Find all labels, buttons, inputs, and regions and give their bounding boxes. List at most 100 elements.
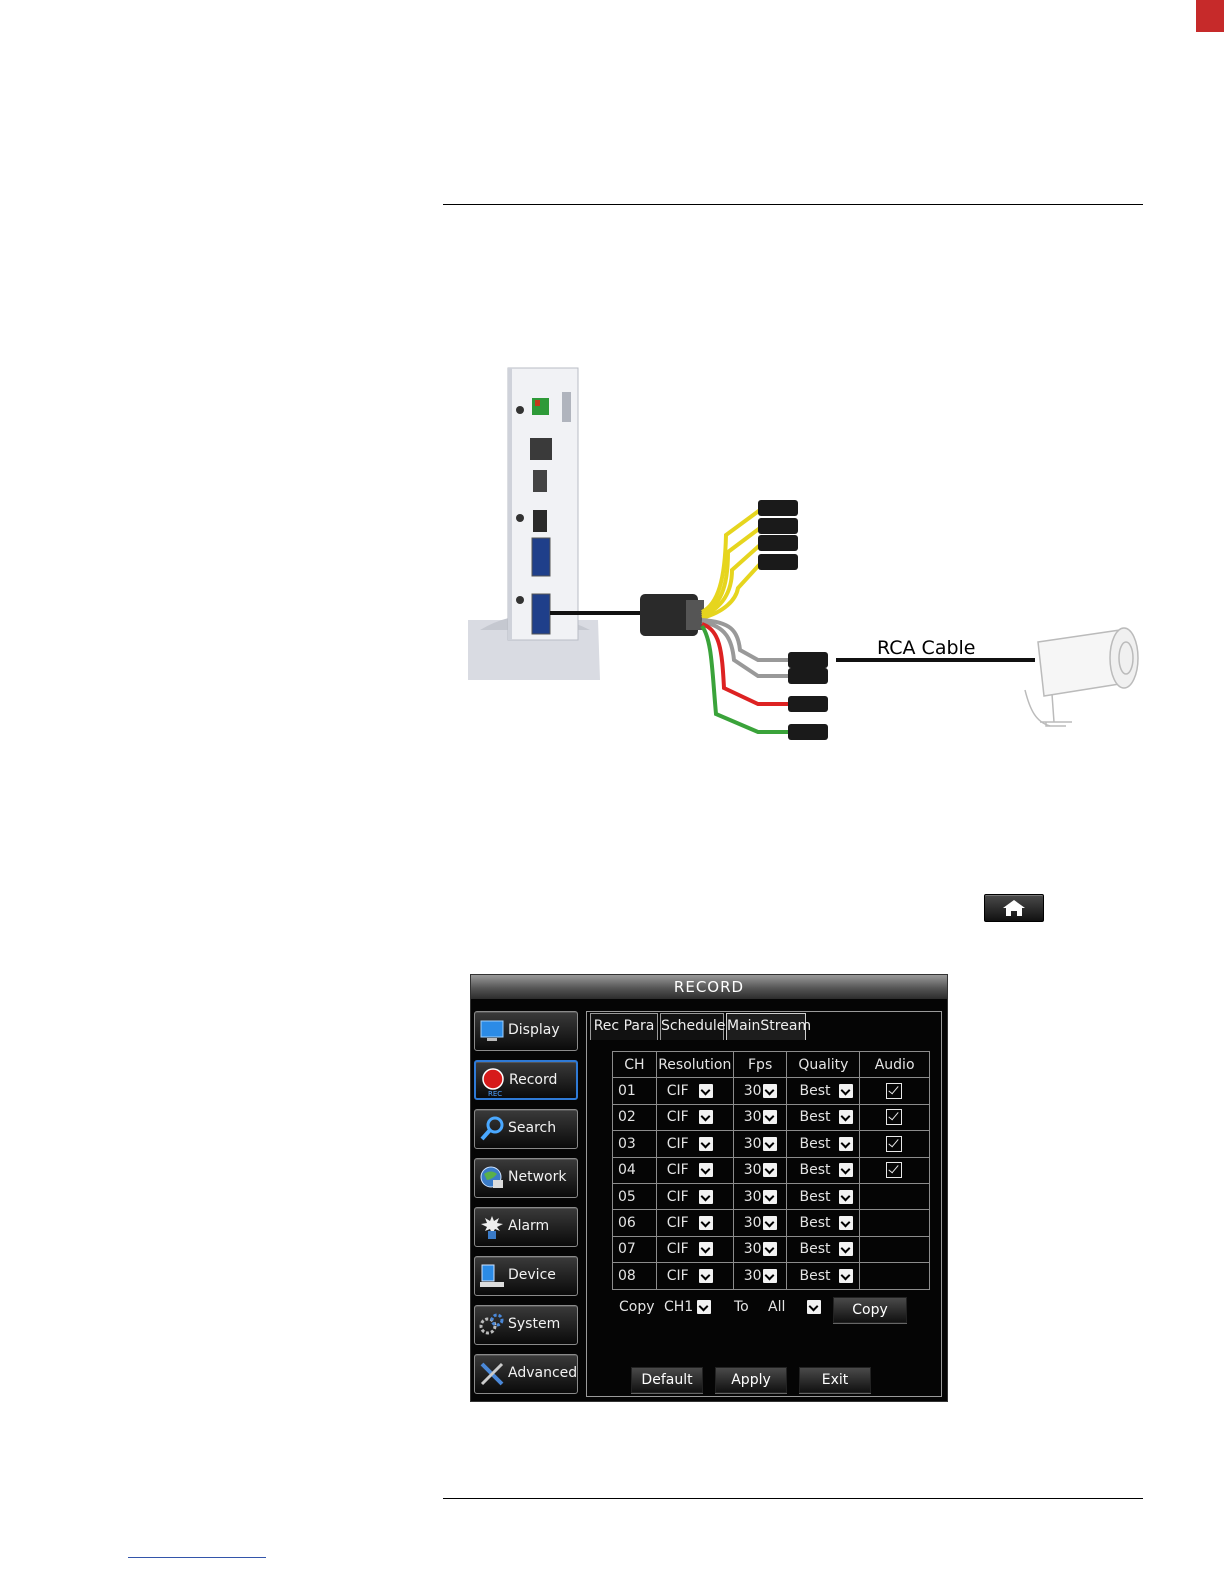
channel-number: 07 — [618, 1241, 636, 1258]
home-button[interactable] — [984, 894, 1044, 922]
quality-select[interactable]: Best — [786, 1262, 861, 1290]
sidebar-item-system[interactable]: System — [474, 1305, 578, 1345]
default-button[interactable]: Default — [631, 1367, 703, 1393]
fps-select[interactable]: 30 — [732, 1156, 788, 1184]
resolution-select[interactable]: CIF — [655, 1156, 734, 1184]
quality-select[interactable]: Best — [786, 1103, 861, 1132]
chevron-down-icon — [762, 1189, 777, 1204]
quality-value: Best — [799, 1241, 831, 1258]
quality-select[interactable]: Best — [786, 1182, 861, 1211]
resolution-select[interactable]: CIF — [655, 1103, 734, 1132]
exit-button[interactable]: Exit — [799, 1367, 871, 1393]
chevron-down-icon — [698, 1084, 713, 1099]
sidebar-item-label: Network — [508, 1169, 567, 1185]
resolution-select[interactable]: CIF — [655, 1077, 734, 1105]
chevron-down-icon — [762, 1110, 777, 1125]
channel-number: 05 — [618, 1188, 636, 1205]
device-icon — [480, 1264, 504, 1287]
resolution-value: CIF — [666, 1109, 689, 1126]
record-content-panel — [586, 1011, 942, 1397]
column-header: CH — [612, 1050, 657, 1079]
quality-value: Best — [799, 1267, 831, 1284]
sidebar-item-display[interactable]: Display — [474, 1011, 578, 1051]
sidebar-item-record[interactable]: REC Record — [474, 1060, 578, 1100]
apply-button[interactable]: Apply — [715, 1367, 787, 1393]
audio-checkbox[interactable] — [886, 1135, 903, 1152]
table-row: 05 CIF 30 Best — [612, 1182, 930, 1211]
audio-cell[interactable] — [859, 1077, 930, 1105]
audio-cell[interactable] — [859, 1130, 930, 1158]
audio-cell[interactable] — [859, 1103, 930, 1132]
audio-checkbox[interactable] — [886, 1162, 903, 1179]
copy-button[interactable]: Copy — [833, 1297, 907, 1323]
sidebar-item-advanced[interactable]: Advanced — [474, 1354, 578, 1394]
quality-select[interactable]: Best — [786, 1235, 861, 1264]
channel-number: 03 — [618, 1135, 636, 1152]
audio-cell — [859, 1209, 930, 1237]
resolution-select[interactable]: CIF — [655, 1209, 734, 1237]
fps-select[interactable]: 30 — [732, 1103, 788, 1132]
copy-from-select[interactable]: CH1 — [664, 1299, 712, 1315]
chevron-down-icon — [807, 1300, 822, 1314]
fps-select[interactable]: 30 — [732, 1209, 788, 1237]
quality-value: Best — [799, 1109, 831, 1126]
channel-cell: 08 — [612, 1262, 657, 1290]
quality-select[interactable]: Best — [786, 1156, 861, 1184]
fps-select[interactable]: 30 — [732, 1235, 788, 1264]
resolution-value: CIF — [666, 1215, 689, 1232]
audio-cell — [859, 1182, 930, 1211]
fps-select[interactable]: 30 — [732, 1182, 788, 1211]
connection-diagram: RCA Cable — [440, 330, 1160, 760]
resolution-value: CIF — [666, 1135, 689, 1152]
tab-schedule[interactable]: Schedule — [660, 1013, 725, 1040]
fps-select[interactable]: 30 — [732, 1262, 788, 1290]
tab-mainstream[interactable]: MainStream — [726, 1013, 811, 1040]
chevron-down-icon — [838, 1163, 853, 1178]
fps-value: 30 — [743, 1162, 762, 1179]
sidebar-item-search[interactable]: Search — [474, 1109, 578, 1149]
channel-number: 02 — [618, 1109, 636, 1126]
page-edge-tab — [1196, 0, 1224, 32]
sidebar-item-label: Device — [508, 1267, 556, 1283]
quality-select[interactable]: Best — [786, 1077, 861, 1105]
fps-value: 30 — [743, 1083, 762, 1100]
monitor-icon — [480, 1020, 504, 1041]
channel-cell: 03 — [612, 1130, 657, 1158]
chevron-down-icon — [838, 1268, 853, 1283]
channel-cell: 06 — [612, 1209, 657, 1237]
magnifier-icon — [480, 1116, 504, 1141]
resolution-select[interactable]: CIF — [655, 1182, 734, 1211]
sidebar-item-network[interactable]: Network — [474, 1158, 578, 1198]
audio-checkbox[interactable] — [886, 1109, 903, 1126]
alarm-icon — [481, 1216, 503, 1239]
home-icon — [1003, 900, 1025, 916]
gears-icon — [479, 1313, 504, 1335]
quality-select[interactable]: Best — [786, 1130, 861, 1158]
sidebar-item-label: System — [508, 1316, 561, 1332]
fps-value: 30 — [743, 1188, 762, 1205]
footer-link-underline — [128, 1557, 266, 1558]
resolution-select[interactable]: CIF — [655, 1130, 734, 1158]
audio-checkbox[interactable] — [886, 1083, 903, 1100]
resolution-select[interactable]: CIF — [655, 1235, 734, 1264]
copy-to-select[interactable]: All — [768, 1299, 822, 1315]
chevron-down-icon — [697, 1300, 712, 1314]
table-row: 01 CIF 30 Best — [612, 1077, 930, 1105]
quality-select[interactable]: Best — [786, 1209, 861, 1237]
chevron-down-icon — [838, 1084, 853, 1099]
channel-cell: 05 — [612, 1182, 657, 1211]
copy-to-value: All — [768, 1299, 786, 1315]
fps-select[interactable]: 30 — [732, 1077, 788, 1105]
fps-select[interactable]: 30 — [732, 1130, 788, 1158]
globe-icon — [480, 1166, 503, 1188]
channel-number: 01 — [618, 1083, 636, 1100]
tab-rec-para[interactable]: Rec Para — [590, 1013, 658, 1040]
resolution-select[interactable]: CIF — [655, 1262, 734, 1290]
audio-cell[interactable] — [859, 1156, 930, 1184]
sidebar-item-alarm[interactable]: Alarm — [474, 1207, 578, 1247]
table-header-row: CH Resolution Fps Quality Audio — [612, 1050, 930, 1079]
sidebar-item-device[interactable]: Device — [474, 1256, 578, 1296]
resolution-value: CIF — [666, 1083, 689, 1100]
chevron-down-icon — [838, 1189, 853, 1204]
record-settings-screen: RECORD Display REC Record Search Network — [470, 974, 948, 1402]
